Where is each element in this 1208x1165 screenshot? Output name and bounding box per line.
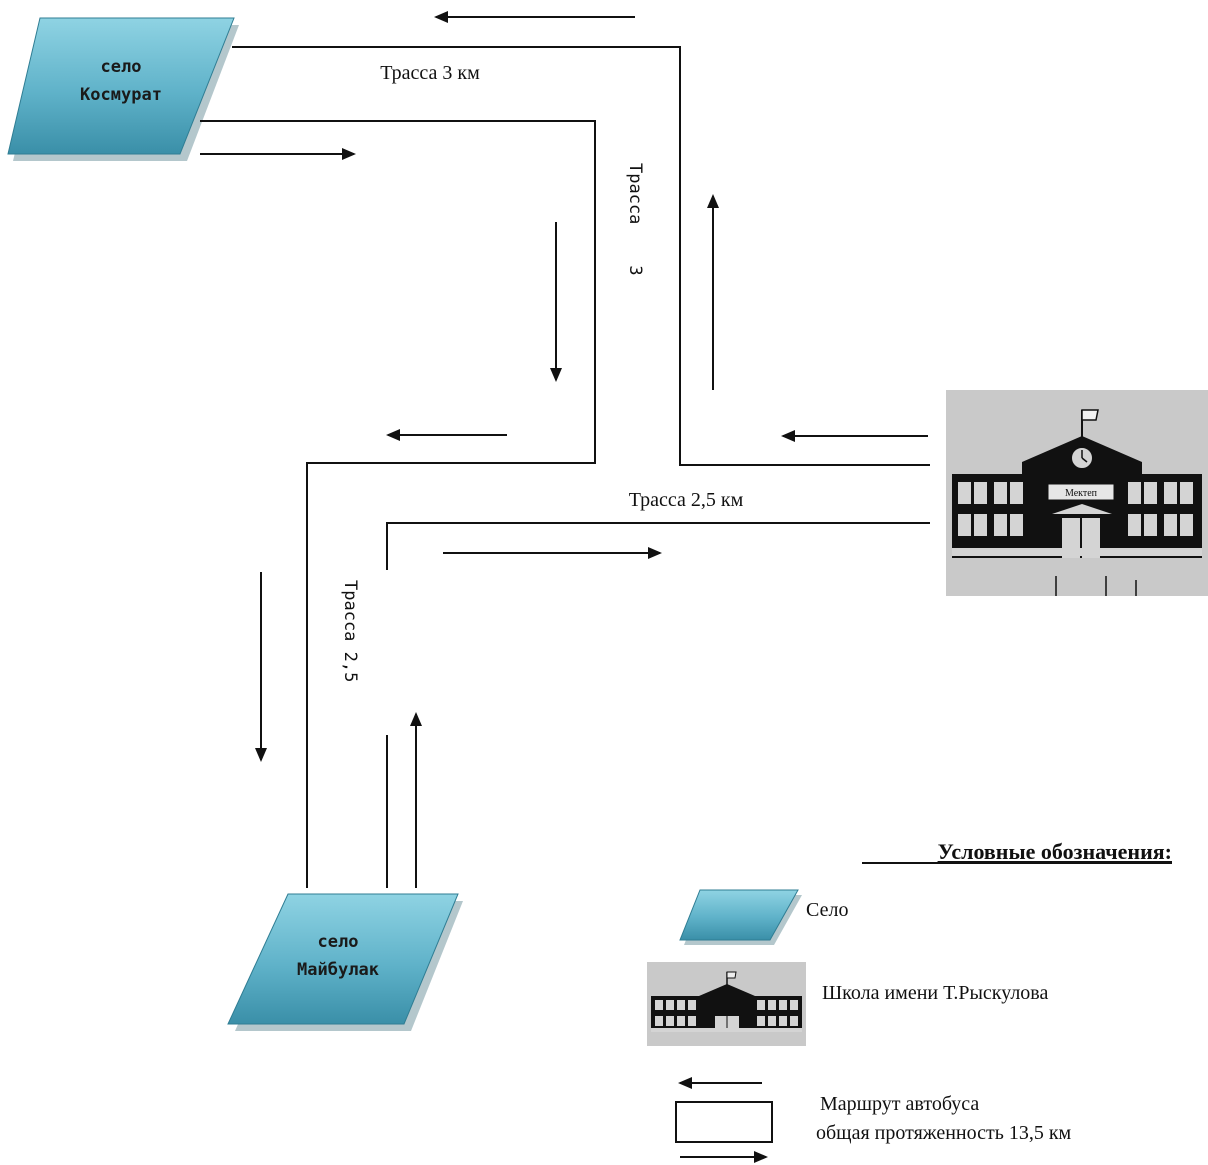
route-label-middle: Трасса 2,5 км [629, 489, 744, 511]
village-maibulak-line2: Майбулак [297, 960, 379, 980]
village-kosmurat-line1: село [101, 57, 142, 77]
legend-route-line2: общая протяженность 13,5 км [816, 1122, 1072, 1144]
village-kosmurat: село Космурат [7, 17, 239, 161]
route-middle [386, 522, 930, 570]
route-label-vertical-25: Трасса 2,5 [340, 580, 360, 682]
route-lines [200, 46, 930, 888]
legend-route-symbol [675, 1101, 773, 1143]
village-maibulak: село Майбулак [227, 893, 463, 1031]
legend-route-line1: Маршрут автобуса [820, 1093, 979, 1115]
legend-school-label: Школа имени Т.Рыскулова [822, 982, 1048, 1004]
legend-village-symbol [679, 889, 802, 945]
village-kosmurat-line2: Космурат [80, 85, 162, 105]
legend-village-label: Село [806, 899, 848, 921]
legend-title: Условные обозначения: [938, 839, 1172, 864]
route-label-top: Трасса 3 км [380, 62, 480, 84]
school-building-image: Мектеп [946, 390, 1208, 596]
legend: Условные обозначения: Село [647, 839, 1172, 1163]
legend-school-icon [647, 962, 806, 1046]
route-label-vertical-3: Трасса 3 [625, 163, 645, 276]
route-outer-top [232, 46, 930, 466]
village-maibulak-line1: село [318, 932, 359, 952]
route-inner-left [200, 120, 596, 888]
direction-arrows [200, 11, 928, 888]
school-sign: Мектеп [1065, 488, 1098, 499]
